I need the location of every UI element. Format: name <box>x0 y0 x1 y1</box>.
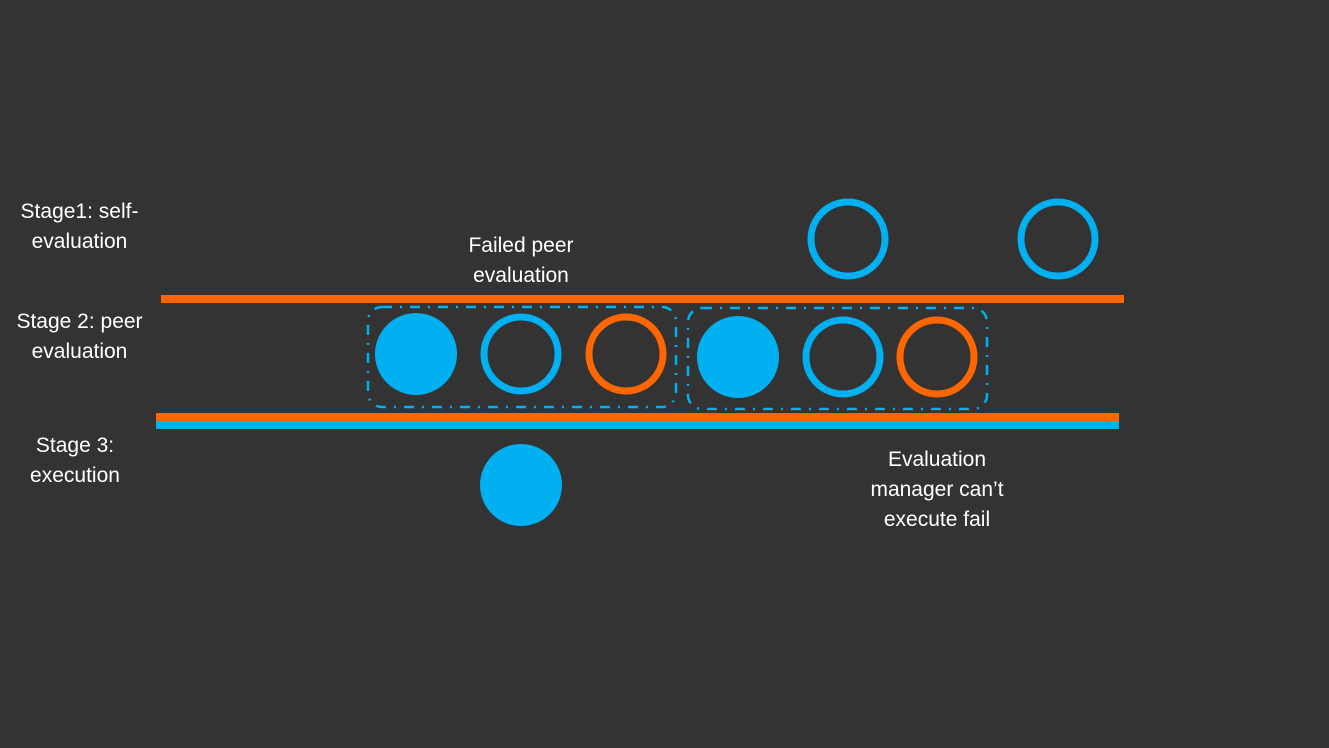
stage2-label: Stage 2: peer evaluation <box>16 310 143 363</box>
orange-ring <box>585 313 667 395</box>
stage1-stage2-divider <box>161 295 1124 303</box>
orange-ring <box>896 316 978 398</box>
stage3-blue-filled-circle <box>480 444 562 526</box>
blue-filled-circle <box>375 313 457 395</box>
blue-ring <box>802 316 884 398</box>
blue-ring <box>480 313 562 395</box>
manager-fail-annotation: Evaluation manager can’t execute fail <box>870 448 1004 531</box>
blue-filled-circle <box>697 316 779 398</box>
manager-fail-group <box>686 306 989 411</box>
stage1-blue-ring-2 <box>1017 198 1099 280</box>
failed-peer-group <box>366 305 678 409</box>
failed-peer-annotation: Failed peer evaluation <box>468 234 574 287</box>
stage2-stage3-divider-blue <box>156 421 1119 429</box>
stage2-stage3-divider-orange <box>156 413 1119 421</box>
stage3-label: Stage 3: execution <box>30 434 120 487</box>
stage1-label: Stage1: self- evaluation <box>20 200 139 253</box>
stage1-blue-ring-1 <box>807 198 889 280</box>
